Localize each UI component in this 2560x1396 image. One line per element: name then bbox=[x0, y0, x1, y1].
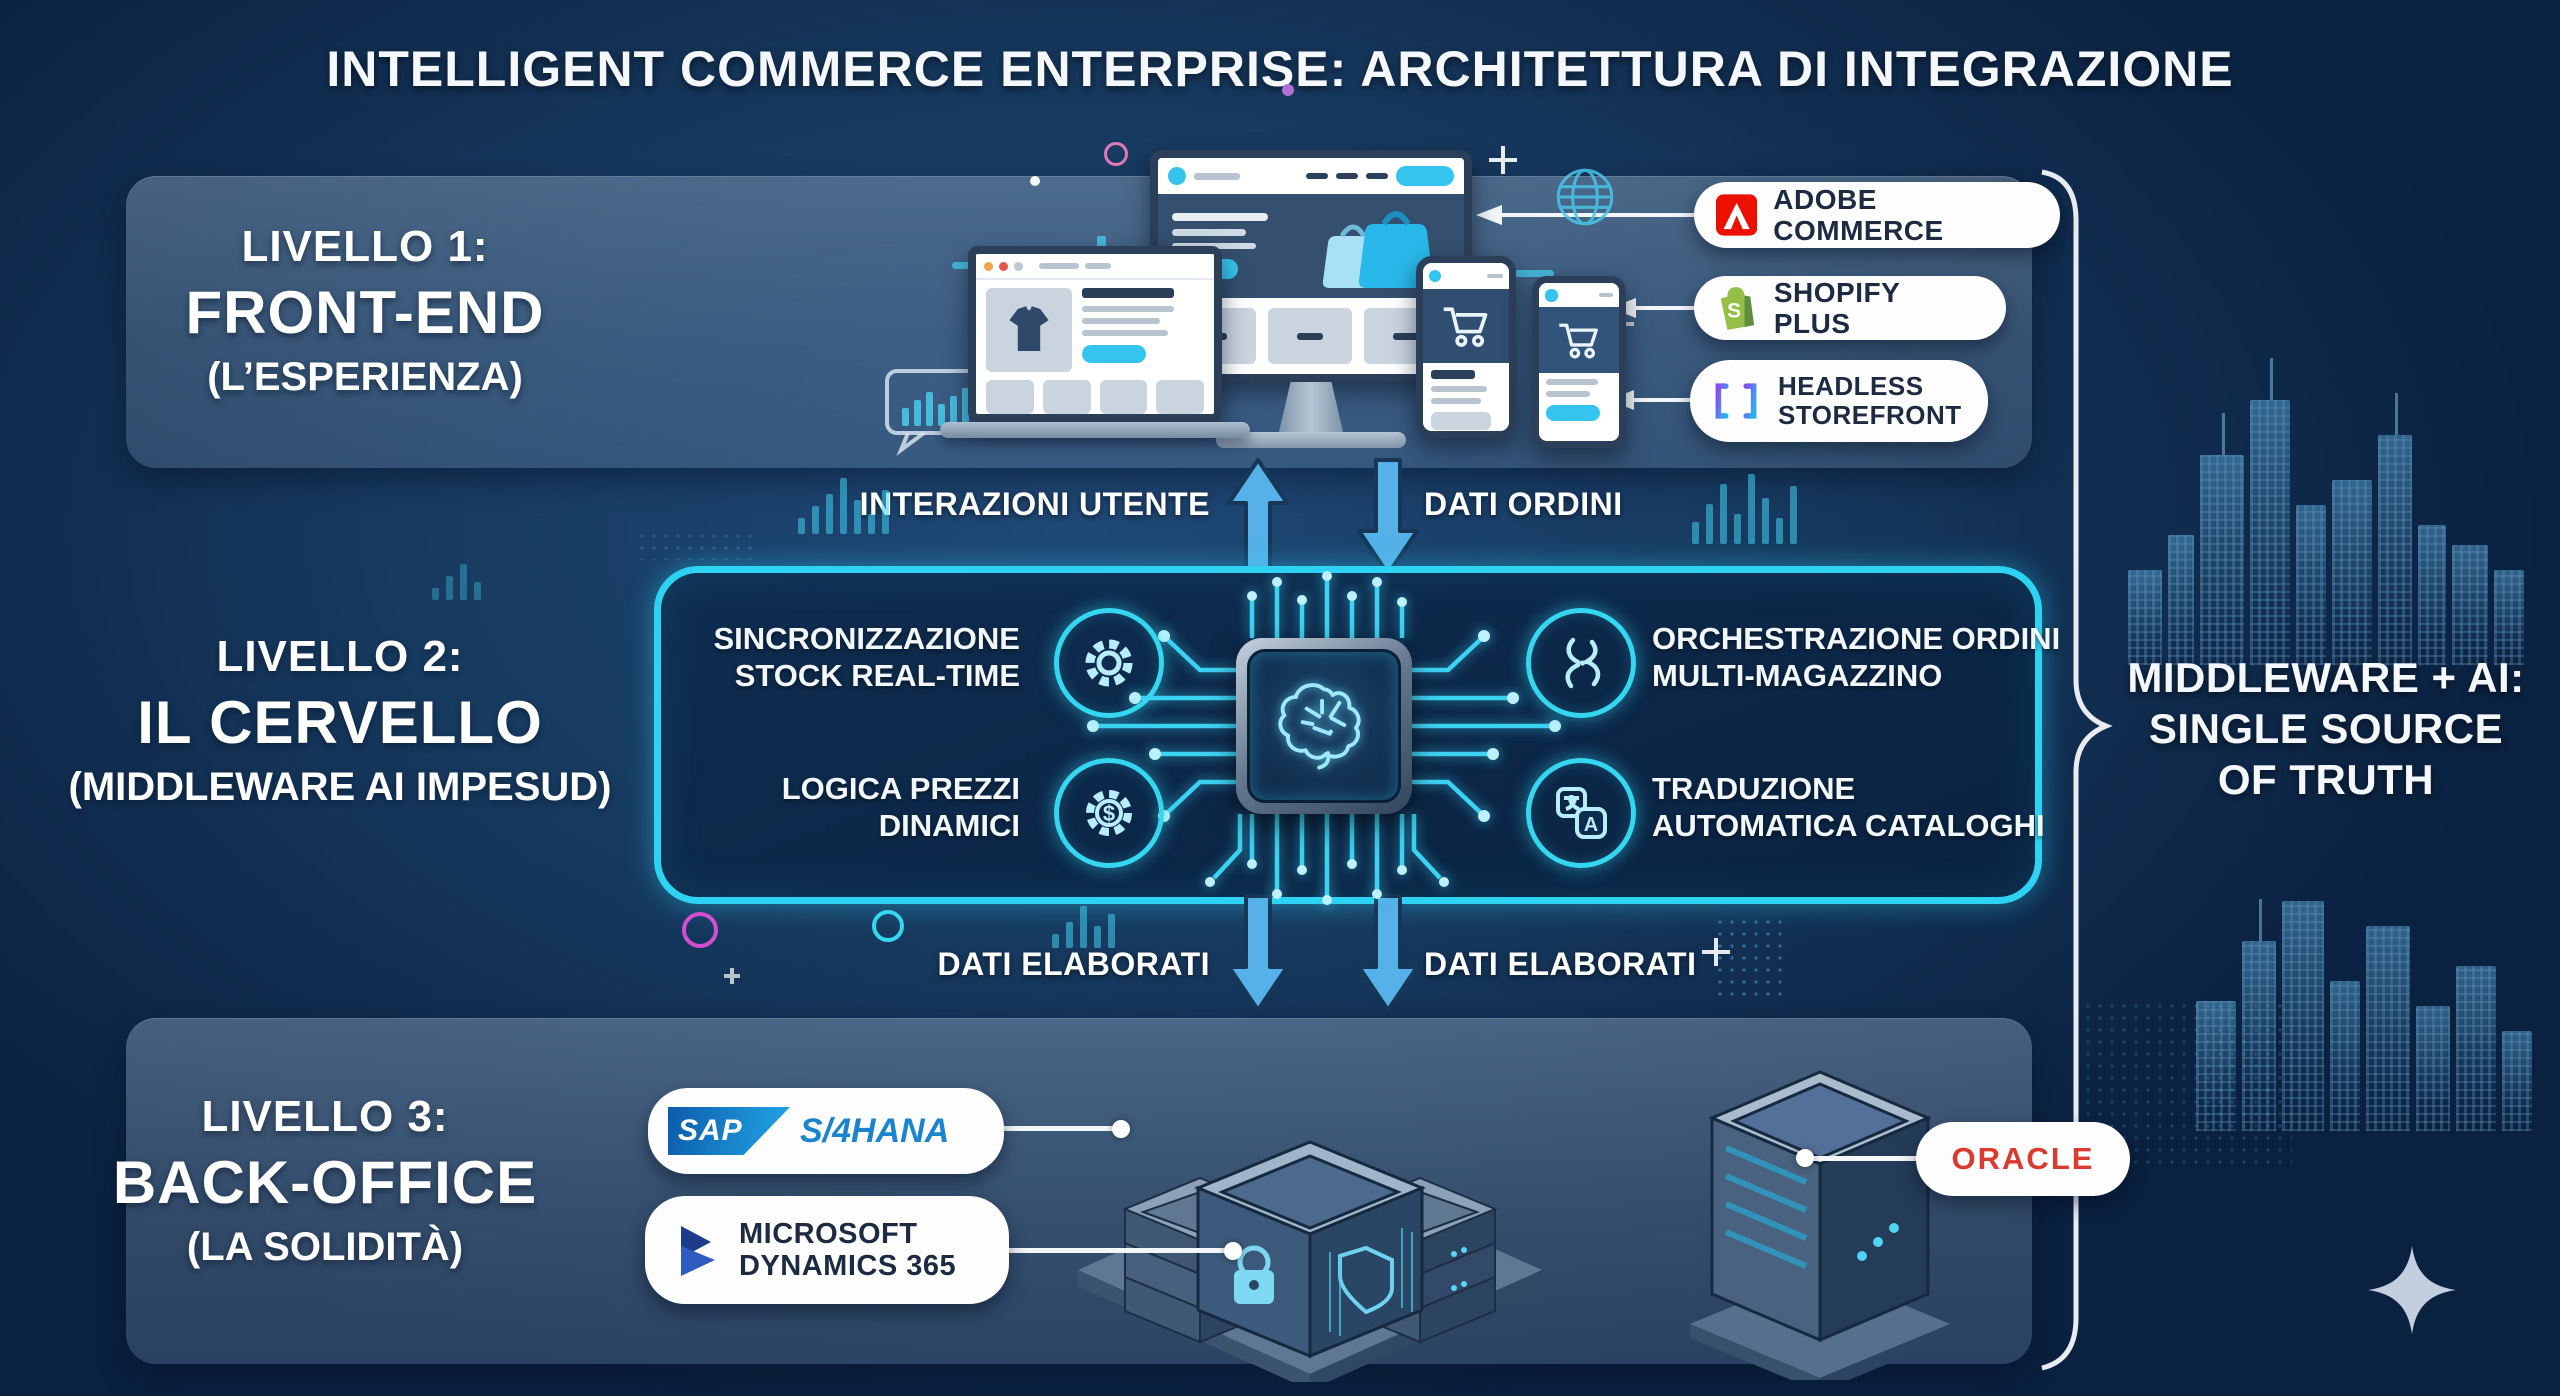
oracle-connector-line bbox=[1806, 1156, 1924, 1161]
platform-label: SHOPIFY PLUS bbox=[1773, 276, 1900, 339]
flow-label-processed-right: DATI ELABORATI bbox=[1424, 946, 1697, 982]
level1-line1: LIVELLO 1: bbox=[241, 222, 489, 271]
brain-icon bbox=[1278, 683, 1361, 770]
equalizer-decoration bbox=[1692, 466, 1797, 544]
level3-line1: LIVELLO 3: bbox=[201, 1092, 449, 1141]
phone-small bbox=[1532, 276, 1626, 448]
ring-decoration-cyan bbox=[872, 910, 904, 942]
dot-matrix-decoration bbox=[1714, 916, 1786, 1000]
dynamics-connector-line bbox=[956, 1248, 1238, 1253]
arrow-down-order-data bbox=[1357, 458, 1419, 576]
translate-a-glyph: A bbox=[1584, 814, 1598, 836]
dollar-gear-icon: $ bbox=[1054, 758, 1164, 868]
gear-icon bbox=[1054, 608, 1164, 718]
headless-brackets-icon bbox=[1715, 383, 1757, 419]
system-pill-dynamics: MICROSOFT DYNAMICS 365 bbox=[645, 1196, 1009, 1304]
platform-pill-shopify: S SHOPIFY PLUS bbox=[1694, 276, 2006, 340]
dot-matrix-decoration bbox=[636, 530, 756, 560]
dynamics-connector-dot bbox=[1224, 1242, 1242, 1260]
dash-decoration bbox=[1506, 270, 1554, 277]
level2-label: LIVELLO 2: IL CERVELLO (MIDDLEWARE AI IM… bbox=[60, 632, 620, 810]
dynamics-label: MICROSOFT DYNAMICS 365 bbox=[739, 1217, 957, 1282]
level3-label: LIVELLO 3: BACK-OFFICE (LA SOLIDITÀ) bbox=[90, 1092, 560, 1270]
server-tower bbox=[1690, 1070, 1950, 1380]
globe-icon bbox=[1556, 168, 1614, 226]
tshirt-icon bbox=[1009, 306, 1049, 351]
level2-line2: IL CERVELLO bbox=[137, 689, 543, 756]
single-source-callout: MIDDLEWARE + AI: SINGLE SOURCE OF TRUTH bbox=[2127, 654, 2525, 804]
sap-connector-line bbox=[956, 1126, 1122, 1131]
platform-pill-adobe: ADOBE COMMERCE bbox=[1694, 182, 2060, 248]
plus-decoration bbox=[724, 968, 740, 984]
plus-decoration bbox=[1702, 938, 1730, 966]
platform-pill-headless: HEADLESS STOREFRONT bbox=[1690, 360, 1988, 442]
level3-line3: (LA SOLIDITÀ) bbox=[186, 1225, 464, 1269]
joint-icon bbox=[1526, 608, 1636, 718]
dynamics365-icon bbox=[681, 1226, 715, 1276]
sparkle-icon bbox=[2368, 1246, 2456, 1334]
city-skyline-upper bbox=[2128, 358, 2530, 665]
right-brace bbox=[2041, 169, 2113, 1371]
circuit-traces bbox=[1087, 571, 1561, 905]
phone-large bbox=[1416, 256, 1516, 438]
plus-decoration bbox=[1489, 146, 1517, 174]
sap-logo: SAP bbox=[668, 1107, 790, 1155]
page-title: INTELLIGENT COMMERCE ENTERPRISE: ARCHITE… bbox=[326, 41, 2234, 97]
oracle-label: ORACLE bbox=[1951, 1141, 2095, 1176]
shopify-icon: S bbox=[1720, 287, 1755, 330]
system-pill-sap: SAP S/4HANA bbox=[648, 1088, 1004, 1174]
arrow-up-user-interactions bbox=[1227, 458, 1289, 576]
sap-connector-dot bbox=[1112, 1120, 1130, 1138]
shopping-bags-icon bbox=[1322, 211, 1434, 288]
level2-line3: (MIDDLEWARE AI IMPESUD) bbox=[68, 765, 612, 809]
oracle-connector-dot bbox=[1796, 1149, 1814, 1167]
arrow-down-processed-right bbox=[1357, 894, 1419, 1012]
sap-product-label: S/4HANA bbox=[800, 1111, 950, 1150]
platform-label: HEADLESS STOREFRONT bbox=[1778, 370, 1962, 430]
dot-decoration bbox=[1282, 84, 1294, 96]
level1-line3: (L’ESPERIENZA) bbox=[207, 355, 523, 399]
shopify-s-glyph: S bbox=[1727, 300, 1741, 323]
equalizer-decoration bbox=[432, 556, 481, 600]
platform-label: ADOBE COMMERCE bbox=[1773, 183, 1944, 246]
ai-chip bbox=[1236, 638, 1412, 814]
dollar-glyph: $ bbox=[1103, 801, 1115, 826]
dot-decoration bbox=[1030, 176, 1040, 186]
adobe-commerce-icon bbox=[1716, 194, 1758, 236]
system-pill-oracle: ORACLE bbox=[1916, 1122, 2130, 1196]
cart-icon bbox=[1443, 307, 1488, 347]
laptop bbox=[940, 246, 1250, 438]
level2-line1: LIVELLO 2: bbox=[216, 632, 464, 681]
translate-icon: A bbox=[1526, 758, 1636, 868]
level3-line2: BACK-OFFICE bbox=[112, 1149, 538, 1216]
flow-label-processed-left: DATI ELABORATI bbox=[937, 946, 1210, 982]
cart-icon bbox=[1559, 323, 1598, 359]
equalizer-decoration bbox=[1052, 896, 1115, 948]
city-skyline-lower bbox=[2196, 896, 2538, 1131]
equalizer-decoration bbox=[798, 470, 889, 534]
server-cluster bbox=[1078, 1140, 1542, 1382]
ring-decoration-magenta bbox=[682, 912, 718, 948]
ring-decoration-pink bbox=[1104, 142, 1128, 166]
flow-label-user-interactions: INTERAZIONI UTENTE bbox=[859, 486, 1210, 522]
level1-label: LIVELLO 1: FRONT-END (L’ESPERIENZA) bbox=[130, 222, 600, 400]
arrow-down-processed-left bbox=[1227, 894, 1289, 1012]
adobe-connector-arrow bbox=[1476, 205, 1694, 225]
flow-label-order-data: DATI ORDINI bbox=[1424, 486, 1623, 522]
level1-line2: FRONT-END bbox=[185, 279, 545, 346]
